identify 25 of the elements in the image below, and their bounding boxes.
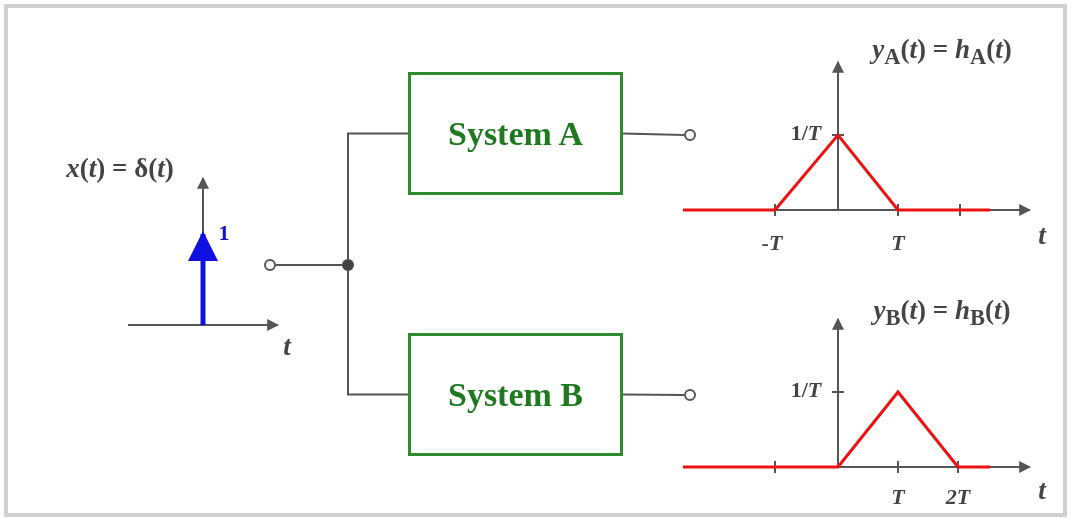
block-title: System B — [447, 375, 584, 414]
tick-label: T — [891, 486, 905, 508]
system-block — [408, 72, 623, 195]
connector-line — [622, 132, 685, 136]
tick-label: 2T — [945, 486, 971, 508]
tick-label: 1/T — [790, 379, 822, 401]
tick-label: -T — [761, 232, 783, 254]
amplitude-label: 1 — [218, 222, 230, 244]
system-block — [408, 333, 623, 456]
connector-line — [347, 270, 409, 396]
input-terminal — [264, 259, 276, 271]
axis-label: t — [1038, 476, 1046, 504]
connector-line — [622, 393, 685, 396]
signal-label: y$_{B}$(t) = h$_{B}$(t) — [873, 296, 1011, 330]
axis-label: t — [1038, 221, 1046, 249]
block-title: System A — [447, 114, 584, 153]
junction-dot — [342, 259, 354, 271]
connector-line — [275, 264, 343, 266]
output-terminal — [684, 389, 696, 401]
connector-line — [347, 132, 409, 260]
tick-label: 1/T — [790, 122, 822, 144]
output-terminal — [684, 129, 696, 141]
tick-label: T — [891, 232, 905, 254]
axis-label: t — [283, 332, 291, 360]
signal-label: x(t) = δ(t) — [66, 154, 174, 182]
